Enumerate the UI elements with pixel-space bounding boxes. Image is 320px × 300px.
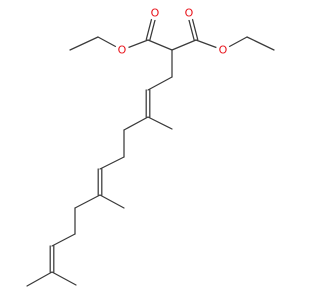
double-bond-13	[145, 89, 151, 118]
oxygen-atom-4: O	[216, 43, 230, 57]
single-bond-24	[51, 271, 77, 286]
molecule-diagram: O O O O	[26, 6, 275, 287]
atom-label: O	[219, 44, 228, 57]
single-bond-19	[99, 194, 125, 209]
single-bond-22	[51, 233, 76, 247]
single-bond-15	[123, 116, 149, 131]
atom-label: O	[118, 44, 127, 57]
single-bond-5	[147, 39, 173, 51]
oxygen-atom-2: O	[182, 6, 196, 20]
single-bond-10	[171, 39, 197, 51]
double-bond-23	[49, 245, 55, 273]
single-bond-20	[74, 194, 101, 209]
single-bond-12	[147, 76, 173, 91]
single-bond-25	[26, 271, 53, 287]
single-bond-4	[69, 36, 99, 51]
structure-canvas: O O O O	[26, 6, 275, 287]
single-bond-9	[246, 36, 275, 51]
atom-label-group: O O O O	[115, 6, 230, 57]
atom-label: O	[151, 7, 160, 20]
oxygen-atom-1: O	[148, 6, 162, 20]
atom-label: O	[185, 7, 194, 20]
oxygen-atom-3: O	[115, 43, 129, 57]
single-bond-17	[99, 156, 125, 170]
double-bond-18	[97, 168, 103, 196]
bond-group	[26, 11, 275, 287]
single-bond-14	[147, 116, 173, 130]
